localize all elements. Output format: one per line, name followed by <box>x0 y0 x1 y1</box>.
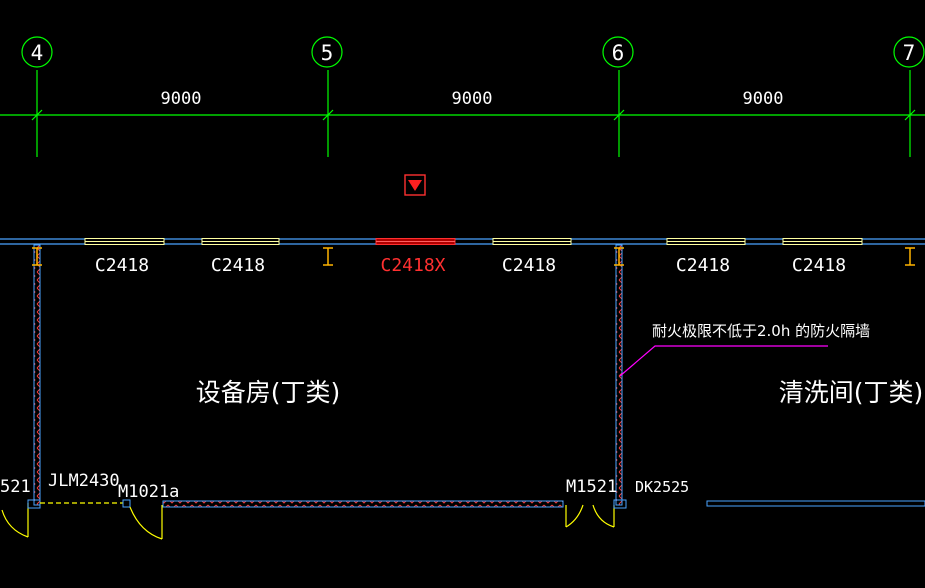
wall-body <box>33 244 41 506</box>
partition-wall-axis-4[interactable] <box>33 244 41 506</box>
door-swing-left-partial[interactable] <box>1 499 41 538</box>
door-m1521[interactable] <box>565 499 627 528</box>
door-label-partial: 521 <box>0 477 31 497</box>
column-shape <box>323 247 333 266</box>
window-c2418x-selected[interactable]: C2418X <box>375 238 456 277</box>
door-leaf <box>1 503 29 538</box>
dimension-label: 9000 <box>161 89 202 109</box>
door-label-dk2525: DK2525 <box>635 478 689 496</box>
window-label: C2418 <box>676 255 730 276</box>
fire-wall-annotation[interactable]: 耐火极限不低于2.0h 的防火隔墙 <box>619 322 870 377</box>
dimension-tick <box>613 109 625 121</box>
axis-bubble <box>311 36 343 68</box>
grid-axis-4[interactable]: 4 <box>21 36 53 157</box>
door-leaf <box>129 505 163 540</box>
column-symbol[interactable] <box>614 247 624 266</box>
window-label: C2418 <box>211 255 265 276</box>
door-label-m1021a: M1021a <box>118 482 179 502</box>
column-symbol[interactable] <box>905 247 915 266</box>
axis-label: 6 <box>612 41 625 65</box>
axis-label: 5 <box>321 41 334 65</box>
dimension-tick <box>322 109 334 121</box>
leader-line <box>619 345 828 377</box>
axis-bubble <box>21 36 53 68</box>
axis-label: 4 <box>31 41 44 65</box>
door-jamb <box>27 499 41 509</box>
dimension-tick <box>904 109 916 121</box>
axis-bubble <box>602 36 634 68</box>
door-jamb <box>613 499 627 509</box>
dimension-label: 9000 <box>743 89 784 109</box>
window-label: C2418 <box>502 255 556 276</box>
bottom-wall[interactable] <box>162 500 564 508</box>
dimension-chain: 9000 9000 9000 <box>0 89 925 116</box>
marker-triangle <box>408 180 422 191</box>
room-label-washing: 清洗间(丁类) <box>779 378 924 407</box>
annotation-text: 耐火极限不低于2.0h 的防火隔墙 <box>652 322 870 340</box>
window-c2418[interactable]: C2418 <box>201 238 280 277</box>
door-label-m1521: M1521 <box>566 477 617 497</box>
axis-label: 7 <box>903 41 916 65</box>
column-symbol[interactable] <box>323 247 333 266</box>
grid-axis-6[interactable]: 6 <box>602 36 634 157</box>
column-shape <box>905 247 915 266</box>
bottom-wall-right[interactable] <box>706 500 925 507</box>
triangle-down-icon[interactable] <box>404 174 426 196</box>
column-shape <box>32 247 42 266</box>
wall-body <box>706 500 925 507</box>
dimension-label: 9000 <box>452 89 493 109</box>
axis-bubble <box>893 36 925 68</box>
door-leaf-right <box>592 504 615 528</box>
window-c2418[interactable]: C2418 <box>492 238 572 277</box>
grid-axis-7[interactable]: 7 <box>893 36 925 157</box>
room-label-equipment: 设备房(丁类) <box>196 378 341 407</box>
door-jamb <box>122 499 131 508</box>
grid-axis-5[interactable]: 5 <box>311 36 343 157</box>
column-shape <box>614 247 624 266</box>
window-label: C2418 <box>792 255 846 276</box>
window-c2418[interactable]: C2418 <box>84 238 165 277</box>
marker-frame <box>404 174 426 196</box>
door-leaf-left <box>565 504 584 528</box>
column-symbol[interactable] <box>32 247 42 266</box>
window-c2418[interactable]: C2418 <box>666 238 746 277</box>
wall-body <box>162 500 564 508</box>
window-label: C2418X <box>380 255 445 276</box>
window-label: C2418 <box>95 255 149 276</box>
door-m1021a[interactable] <box>122 499 163 540</box>
door-label-jlm2430: JLM2430 <box>48 471 120 491</box>
dimension-tick <box>31 109 43 121</box>
window-c2418[interactable]: C2418 <box>782 238 863 277</box>
